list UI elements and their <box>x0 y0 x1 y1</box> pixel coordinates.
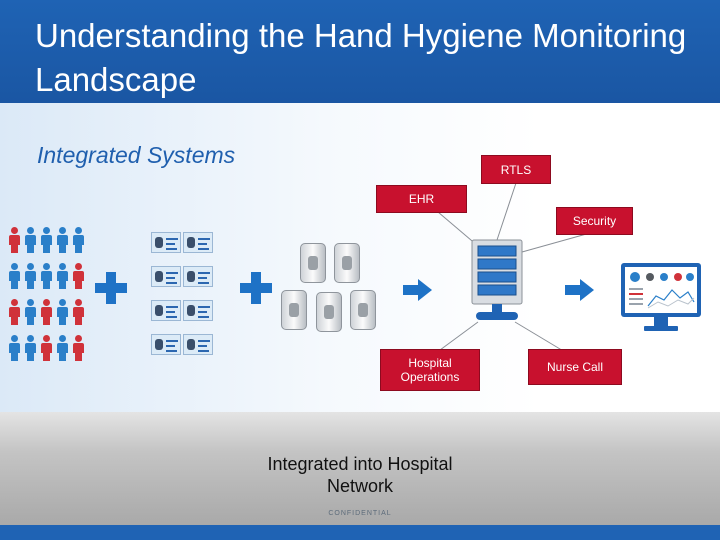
arrow-right-icon <box>403 279 433 301</box>
plus-icon <box>95 272 127 304</box>
plus-icon <box>240 272 272 304</box>
rtls-tag: RTLS <box>481 155 551 184</box>
arrow-right-icon <box>565 279 595 301</box>
hospital-operations-tag: Hospital Operations <box>380 349 480 391</box>
footer-bar <box>0 525 720 540</box>
person-icon <box>7 227 21 253</box>
person-icon <box>7 335 21 361</box>
id-badge-icon <box>151 300 181 321</box>
person-icon <box>23 299 37 325</box>
person-icon <box>7 299 21 325</box>
slide-subtitle: Integrated Systems <box>37 142 236 168</box>
person-icon <box>39 299 53 325</box>
confidential-label: CONFIDENTIAL <box>328 510 392 517</box>
id-badge-icon <box>151 232 181 253</box>
hospital-network-band <box>0 412 720 525</box>
person-icon <box>71 299 85 325</box>
connector-lines <box>437 182 591 353</box>
id-badge-icon <box>151 334 181 355</box>
security-tag: Security <box>556 207 633 235</box>
person-icon <box>71 227 85 253</box>
person-icon <box>39 227 53 253</box>
person-icon <box>55 227 69 253</box>
id-badge-icon <box>183 300 213 321</box>
person-icon <box>23 227 37 253</box>
person-icon <box>7 263 21 289</box>
title-bar: Understanding the Hand Hygiene Monitorin… <box>0 0 720 103</box>
id-badge-icon <box>150 232 220 368</box>
person-icon <box>39 263 53 289</box>
server-icon <box>471 239 523 320</box>
people-icon <box>6 226 92 370</box>
network-caption: Integrated into Hospital Network <box>267 454 453 496</box>
monitor-dashboard-icon <box>621 263 701 331</box>
person-icon <box>55 335 69 361</box>
person-icon <box>71 335 85 361</box>
id-badge-icon <box>183 232 213 253</box>
person-icon <box>71 263 85 289</box>
nurse-call-tag: Nurse Call <box>528 349 622 385</box>
person-icon <box>55 299 69 325</box>
ehr-tag: EHR <box>376 185 467 213</box>
hand-sanitizer-dispenser-icon <box>278 240 388 340</box>
slide-title: Understanding the Hand Hygiene Monitorin… <box>35 17 687 98</box>
person-icon <box>39 335 53 361</box>
id-badge-icon <box>183 334 213 355</box>
id-badge-icon <box>151 266 181 287</box>
person-icon <box>23 335 37 361</box>
person-icon <box>55 263 69 289</box>
id-badge-icon <box>183 266 213 287</box>
person-icon <box>23 263 37 289</box>
